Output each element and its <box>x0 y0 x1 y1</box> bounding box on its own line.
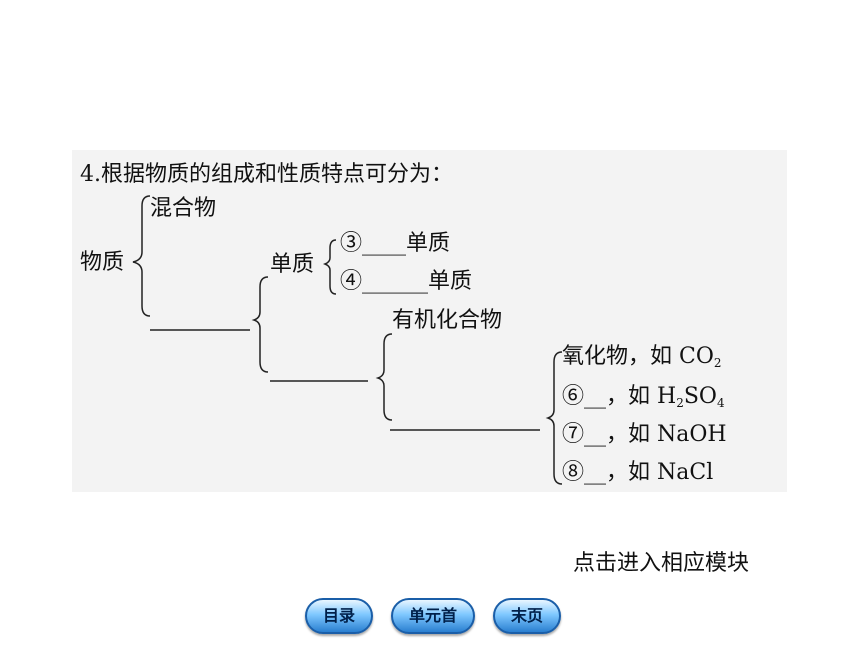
node-item6: ⑥__，如 H2SO4 <box>562 384 725 410</box>
nav-hint: 点击进入相应模块 <box>573 551 750 576</box>
question-title: 4.根据物质的组成和性质特点可分为： <box>80 162 453 187</box>
toc-button[interactable]: 目录 <box>305 598 374 634</box>
node-item6-tail: SO <box>683 384 717 409</box>
node-oxide-text: 氧化物，如 CO <box>562 344 714 369</box>
subclass-brace <box>545 351 563 485</box>
node-oxide-sub: 2 <box>713 356 722 370</box>
node-mixture: 混合物 <box>150 196 217 221</box>
node-item7: ⑦__，如 NaOH <box>562 422 727 447</box>
node-item6-sub: 2 <box>676 396 684 410</box>
last-page-button[interactable]: 末页 <box>493 598 562 634</box>
node-item6-text: ⑥__，如 H <box>562 384 677 409</box>
root-brace <box>132 195 151 317</box>
element-brace <box>322 239 337 295</box>
node-item8: ⑧__，如 NaCl <box>562 460 714 485</box>
unit-start-button[interactable]: 单元首 <box>391 598 476 634</box>
node-item6-sub2: 4 <box>716 396 725 410</box>
node-organic: 有机化合物 <box>392 308 503 333</box>
node-root: 物质 <box>80 250 125 275</box>
content-panel <box>72 150 787 492</box>
compound-brace <box>251 276 269 373</box>
node-element: 单质 <box>270 252 315 277</box>
inorganic-brace <box>375 333 393 421</box>
node-oxide: 氧化物，如 CO2 <box>562 344 722 370</box>
node-item3: ③____单质 <box>340 231 451 256</box>
node-item4: ④______单质 <box>340 269 473 294</box>
nav-bar: 目录 单元首 末页 <box>305 598 562 634</box>
